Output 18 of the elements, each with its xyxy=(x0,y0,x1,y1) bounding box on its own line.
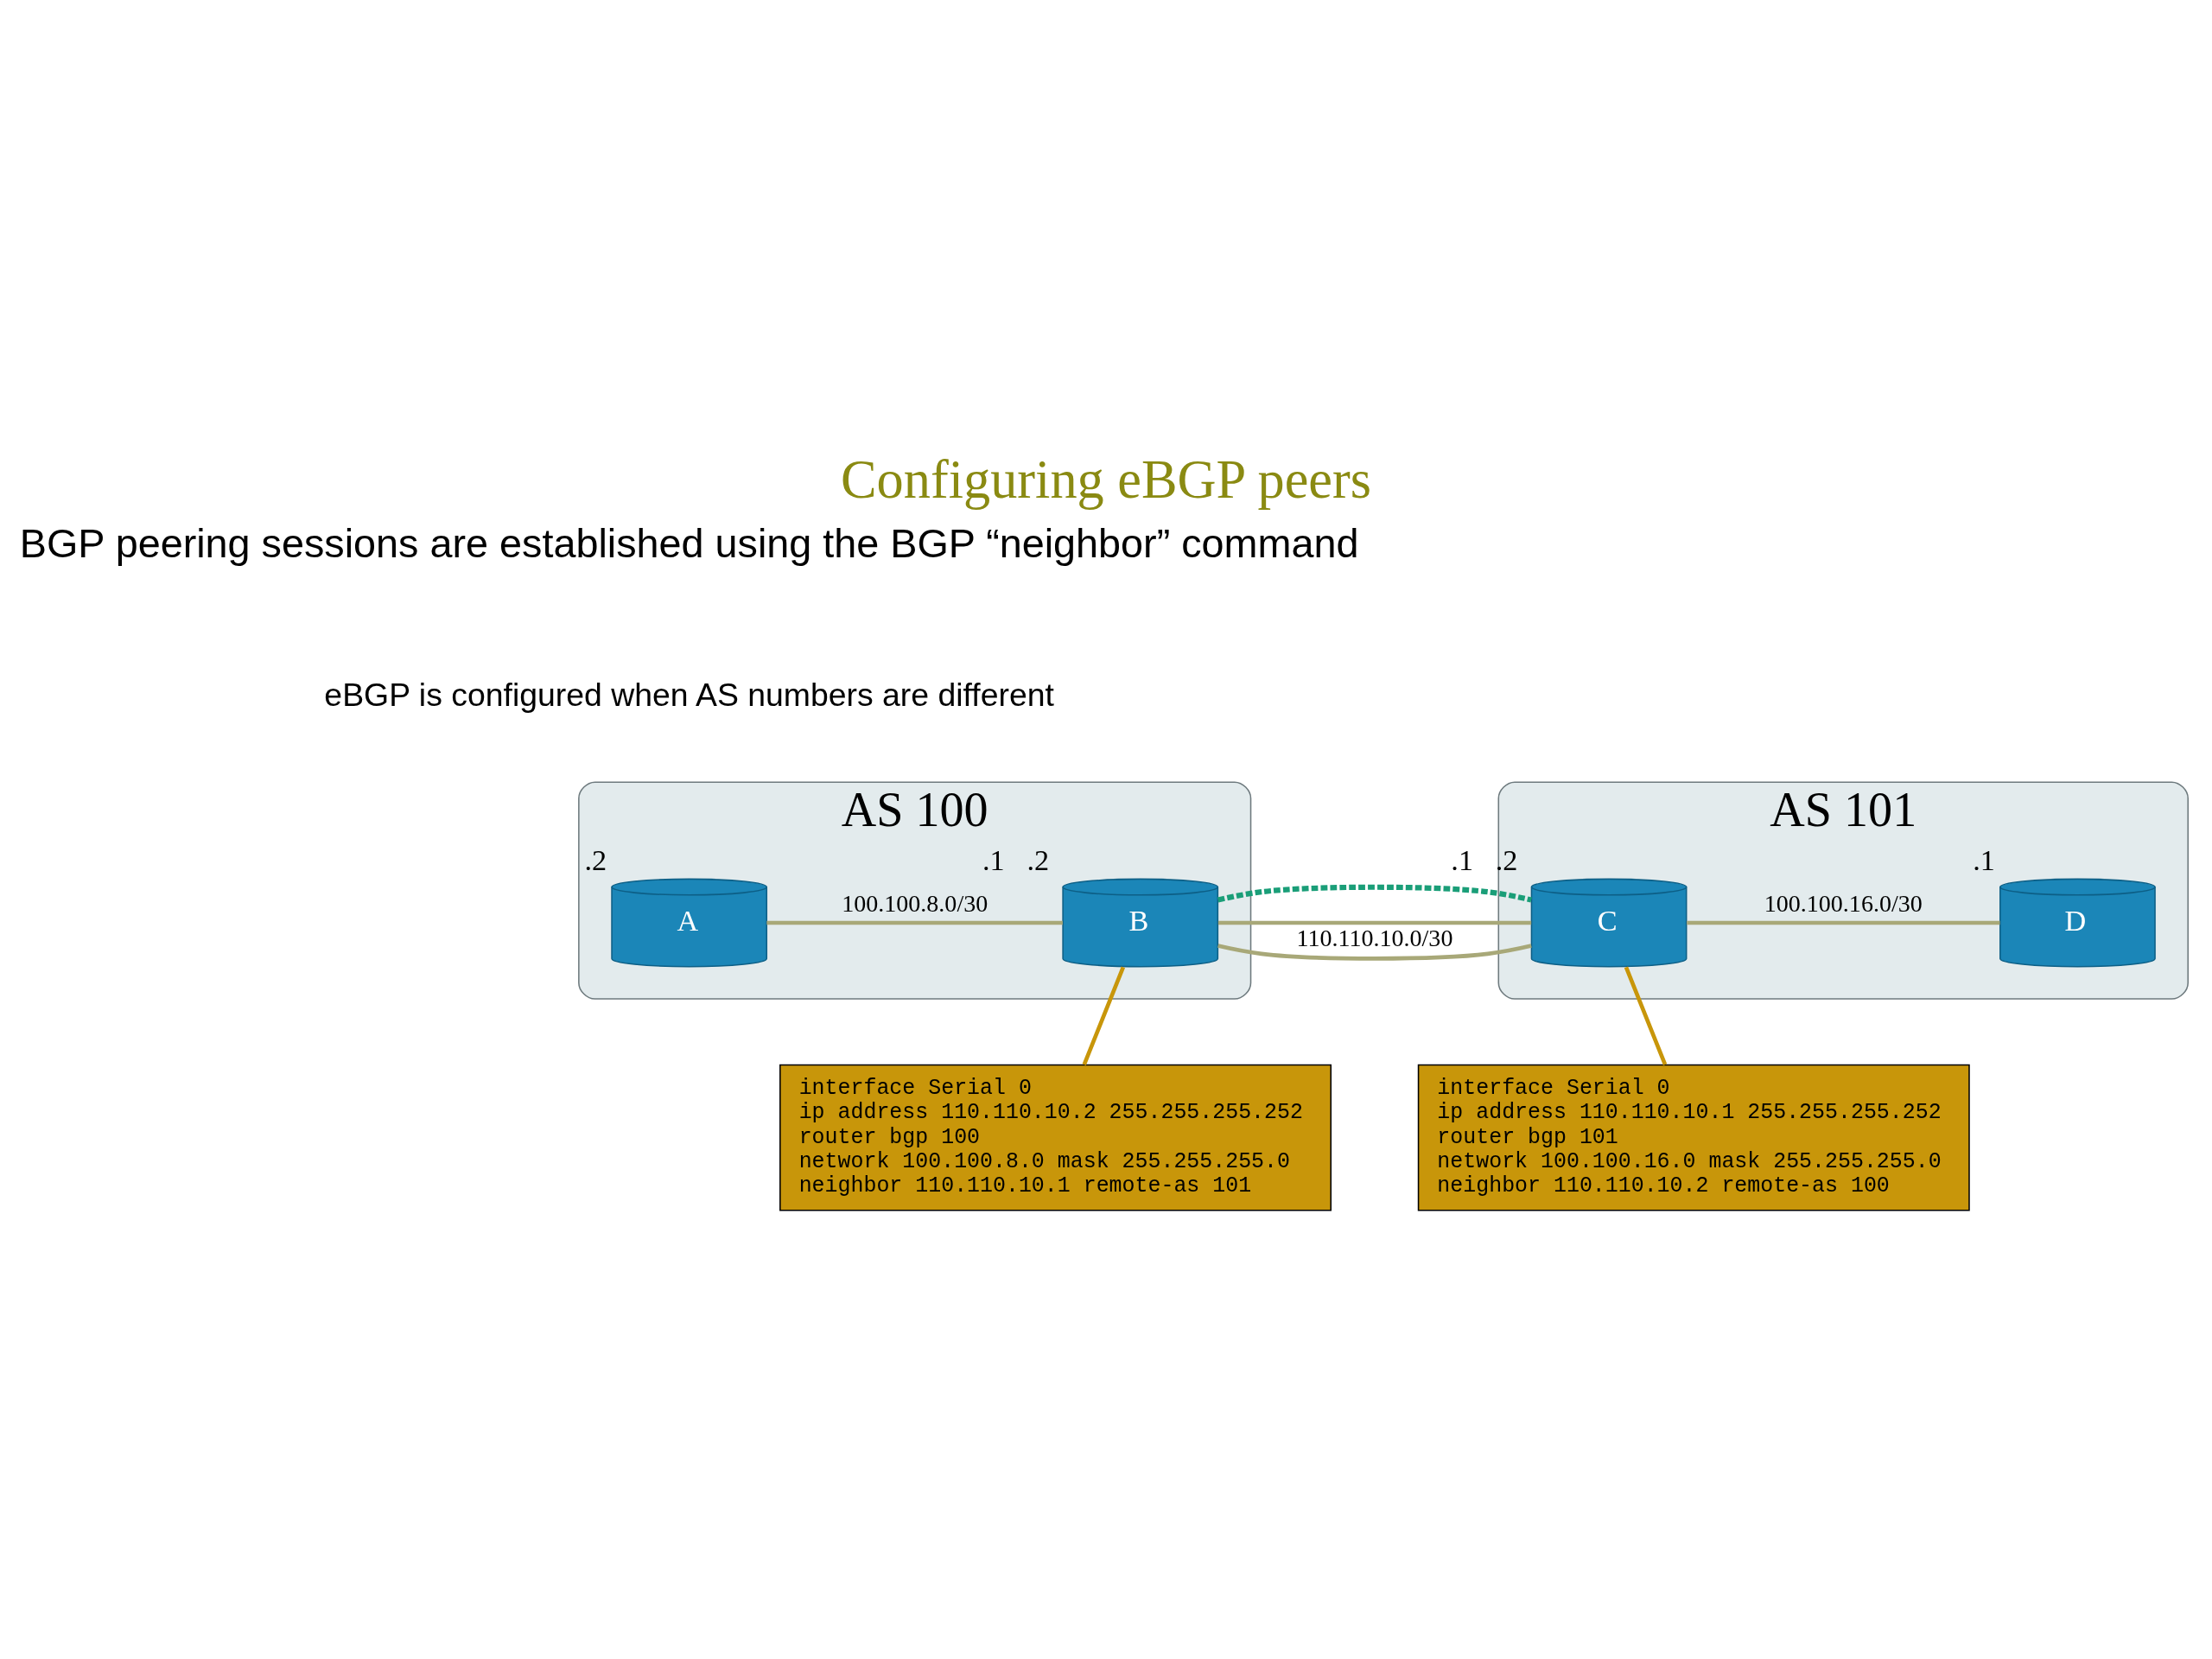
edge-label: 100.100.8.0/30 xyxy=(842,889,988,917)
node-label: .1 xyxy=(1973,842,1995,876)
edge-label: 100.100.16.0/30 xyxy=(1764,889,1923,917)
diagram-title: Configuring eBGP peers xyxy=(841,448,1371,509)
connector xyxy=(1687,920,2000,925)
connector xyxy=(766,920,1063,925)
connector xyxy=(1082,965,1126,1065)
edge-label: 110.110.10.0/30 xyxy=(1296,924,1453,951)
connector xyxy=(1217,920,1532,961)
connector xyxy=(1624,965,1668,1065)
label: eBGP is configured when AS numbers are different xyxy=(324,676,1054,713)
node-box: interface Serial 0 ip address 110.110.10.2 255.255.255.252 router bgp 100 network 100.100.8.0 mask 255.255.255.0 neighbor 110.110.10.1 remote-as 101 xyxy=(779,1064,1332,1211)
node-label: .2 xyxy=(584,842,607,876)
node-box: interface Serial 0 ip address 110.110.10.1 255.255.255.252 router bgp 101 network 100.100.16.0 mask 255.255.255.0 neighbor 110.110.10.2 remote-as 100 xyxy=(1417,1064,1970,1211)
label: BGP peering sessions are established using the BGP “neighbor” command xyxy=(19,520,1359,566)
connector xyxy=(1217,884,1532,903)
node-label: .1 .2 xyxy=(1451,842,1518,876)
node-label: .1 .2 xyxy=(982,842,1050,876)
